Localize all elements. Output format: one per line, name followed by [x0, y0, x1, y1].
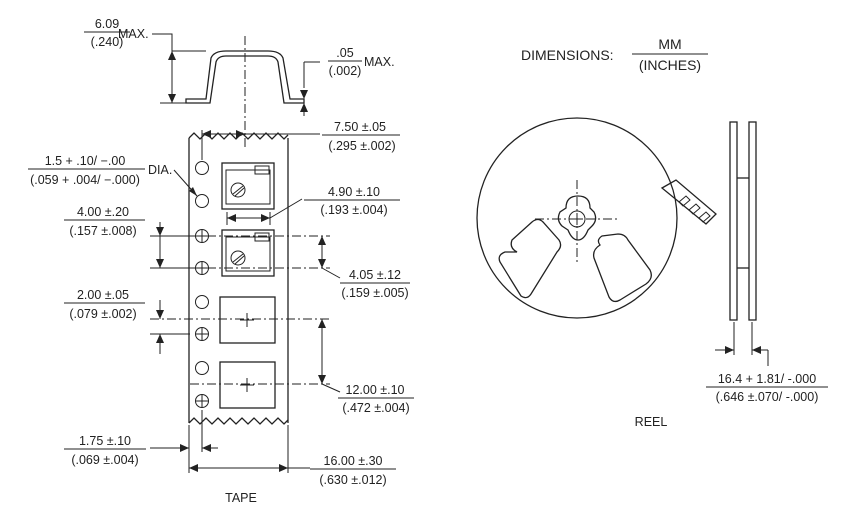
- dim-hub-width: 16.4 + 1.81/ -.000 (.646 ±.070/ -.000): [706, 372, 828, 404]
- reel-window: [592, 233, 652, 303]
- hole-dia-in: (.059 + .004/ −.000): [30, 173, 140, 187]
- reel-side: [715, 121, 769, 366]
- edge-to-hole-in: (.069 ±.004): [71, 453, 138, 467]
- reel-flange: [476, 117, 678, 319]
- thickness-in: (.002): [329, 64, 362, 78]
- hole-to-cavity-in: (.295 ±.002): [328, 139, 395, 153]
- hub-width-in: (.646 ±.070/ -.000): [716, 390, 819, 404]
- dim-thickness-max: .05 (.002) MAX.: [300, 46, 395, 116]
- sprocket-hole: [195, 361, 209, 375]
- units-numerator: MM: [658, 36, 681, 52]
- thickness-suffix: MAX.: [364, 55, 395, 69]
- pocket-with-part: [221, 162, 275, 210]
- hole-to-cavity-mm: 7.50 ±.05: [334, 120, 386, 134]
- cavity-width-in: (.193 ±.004): [320, 203, 387, 217]
- sprocket-hole: [195, 327, 209, 341]
- tape-strip: [188, 132, 289, 425]
- dim-cavity-pitch: 12.00 ±.10 (.472 ±.004): [318, 319, 414, 415]
- dim-cavity-length: 4.05 ±.12 (.159 ±.005): [318, 236, 410, 300]
- thickness-mm: .05: [336, 46, 353, 60]
- hole-dia-mm: 1.5 + .10/ −.00: [45, 154, 126, 168]
- hole-pitch-mm: 4.00 ±.20: [77, 205, 129, 219]
- cavity-pitch-in: (.472 ±.004): [342, 401, 409, 415]
- sprocket-hole: [195, 394, 209, 408]
- units-label: DIMENSIONS:: [521, 47, 614, 63]
- dim-edge-to-hole: 1.75 ±.10 (.069 ±.004): [64, 410, 218, 473]
- cavity-pitch-mm: 12.00 ±.10: [346, 383, 405, 397]
- pocket-with-part: [221, 229, 275, 277]
- hub-width-mm: 16.4 + 1.81/ -.000: [718, 372, 816, 386]
- hole-dia-suffix: DIA.: [148, 163, 172, 177]
- dim-height-max: 6.09 (.240) MAX.: [84, 17, 206, 104]
- reel-front: [476, 117, 717, 319]
- sprocket-hole: [195, 161, 209, 175]
- sprocket-holes: [195, 161, 209, 408]
- tape-width-mm: 16.00 ±.30: [324, 454, 383, 468]
- dim-hole-dia: 1.5 + .10/ −.00 (.059 + .004/ −.000) DIA…: [28, 154, 198, 197]
- hole-pitch-in: (.157 ±.008): [69, 224, 136, 238]
- edge-to-hole-mm: 1.75 ±.10: [79, 434, 131, 448]
- sprocket-hole: [195, 295, 209, 309]
- empty-pocket: [219, 361, 276, 409]
- units-key: DIMENSIONS: MM (INCHES): [521, 36, 708, 73]
- reel-caption: REEL: [635, 415, 668, 429]
- reel-window: [498, 218, 562, 299]
- units-denominator: (INCHES): [639, 57, 701, 73]
- hole-to-center-mm: 2.00 ±.05: [77, 288, 129, 302]
- tape-caption: TAPE: [225, 491, 257, 505]
- hole-to-center-in: (.079 ±.002): [69, 307, 136, 321]
- dim-hole-to-cavity: 7.50 ±.05 (.295 ±.002): [201, 120, 400, 160]
- dim-hole-to-center: 2.00 ±.05 (.079 ±.002): [64, 288, 190, 354]
- height-max-suffix: MAX.: [118, 27, 149, 41]
- tape-width-in: (.630 ±.012): [319, 473, 386, 487]
- tape-pockets: [219, 162, 276, 409]
- height-max-mm: 6.09: [95, 17, 119, 31]
- cavity-length-in: (.159 ±.005): [341, 286, 408, 300]
- dim-tape-width: 16.00 ±.30 (.630 ±.012): [189, 425, 396, 487]
- sprocket-hole: [195, 194, 209, 208]
- height-max-in: (.240): [91, 35, 124, 49]
- cavity-length-mm: 4.05 ±.12: [349, 268, 401, 282]
- tape-center-lines: [150, 235, 330, 385]
- dim-hole-pitch: 4.00 ±.20 (.157 ±.008): [64, 205, 190, 269]
- reel-hub: [557, 195, 597, 241]
- dim-cavity-width: 4.90 ±.10 (.193 ±.004): [226, 185, 400, 225]
- cavity-width-mm: 4.90 ±.10: [328, 185, 380, 199]
- empty-pocket: [219, 296, 276, 344]
- tape-profile: [185, 36, 305, 150]
